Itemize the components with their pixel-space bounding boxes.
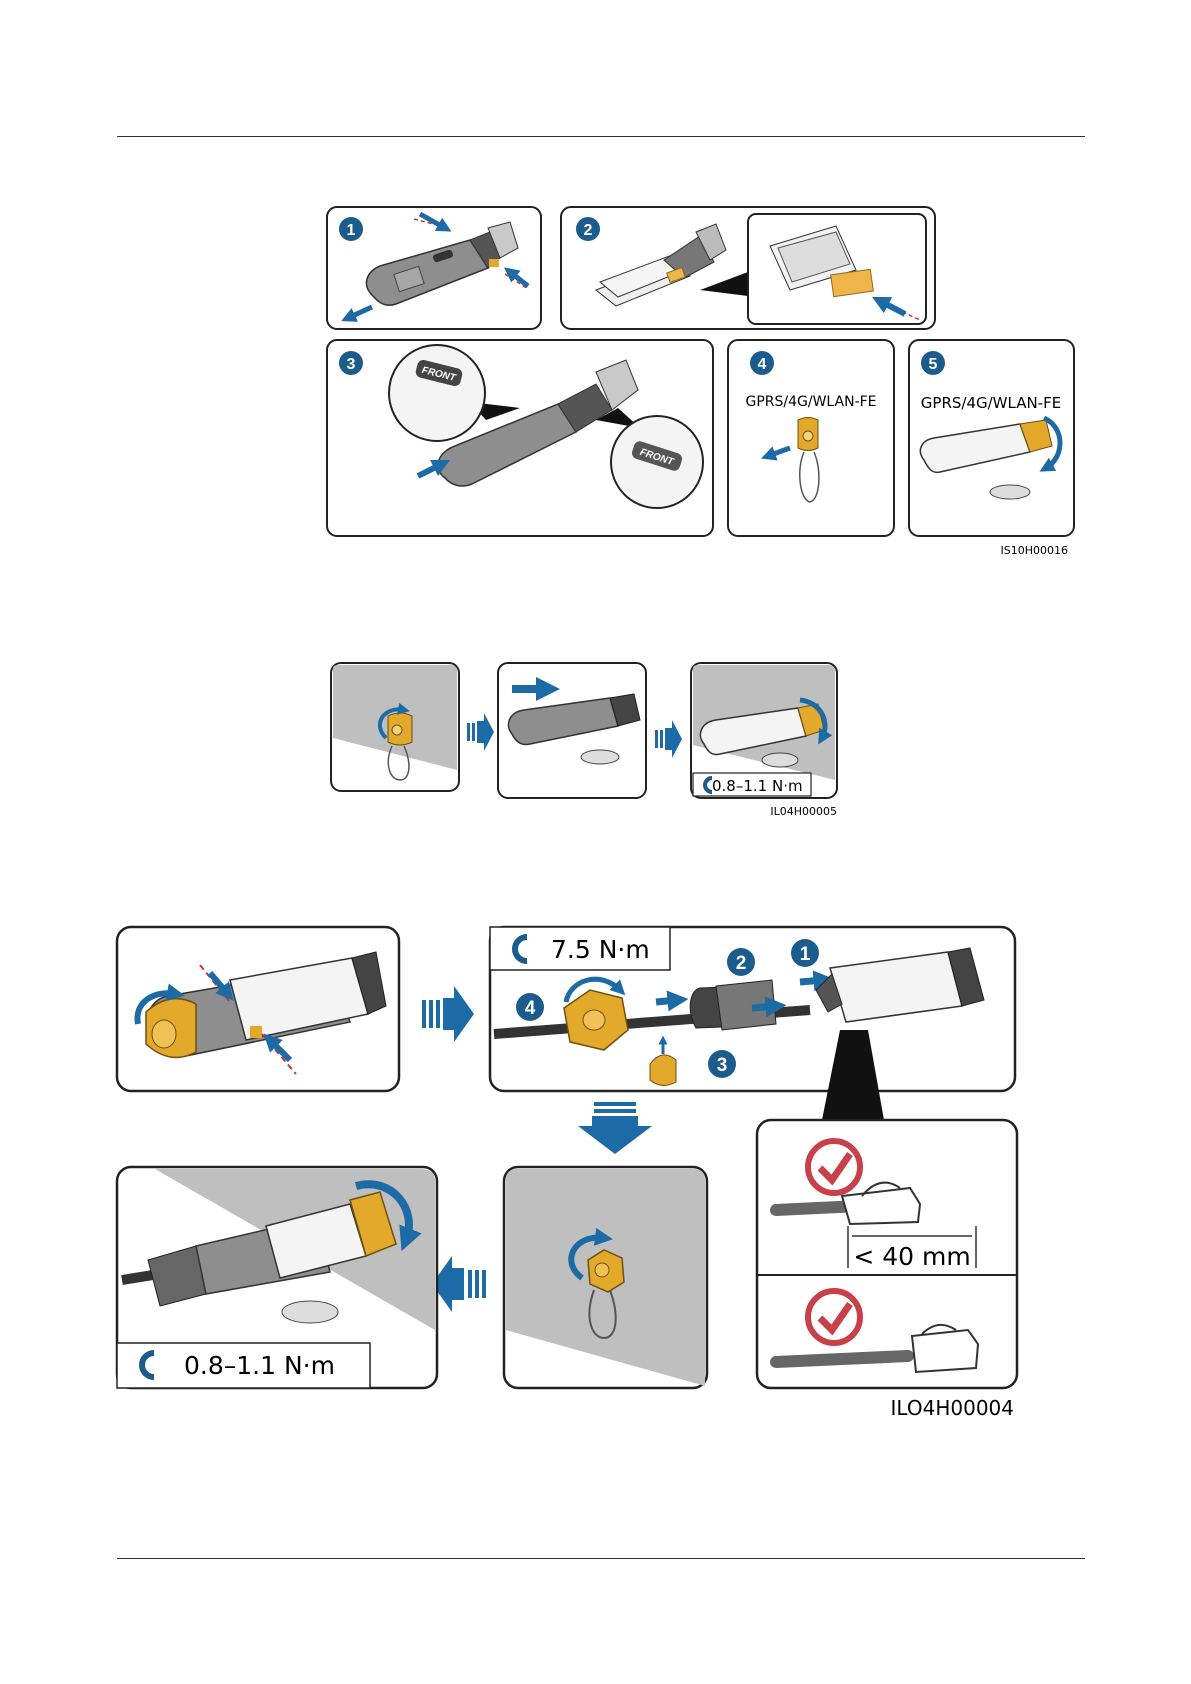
figure-code: ILO4H00004 <box>891 1396 1014 1420</box>
fig2-panel-1 <box>331 663 459 791</box>
step-number: 2 <box>736 953 747 974</box>
fig2-panel-3: 0.8–1.1 N·m <box>691 663 837 798</box>
fig3-panel-tighten: 0.8–1.1 N·m <box>117 1167 437 1388</box>
fig1-panel-1: 1 <box>327 207 541 329</box>
next-step-arrow-icon <box>422 986 474 1042</box>
fig3-panel-remove-cap <box>504 1167 707 1388</box>
torque-value: 0.8–1.1 N·m <box>712 777 803 795</box>
push-arrow-icon <box>656 1000 678 1002</box>
push-arrow-icon <box>800 980 824 982</box>
figure-1: 1 2 <box>327 207 1074 557</box>
down-arrow-icon <box>578 1102 652 1154</box>
figure-code: IL04H00005 <box>770 805 837 818</box>
figure-code: IS10H00016 <box>1001 544 1069 557</box>
step-number: 1 <box>800 944 811 965</box>
fig3-panel-assembly: 7.5 N·m 4 2 1 3 <box>490 927 1015 1091</box>
step-number: 4 <box>758 356 767 373</box>
torque-value: 0.8–1.1 N·m <box>184 1351 335 1380</box>
step-number: 1 <box>347 222 356 239</box>
step-number: 3 <box>347 356 356 373</box>
fig3-panel-inspection: < 40 mm <box>757 1120 1017 1388</box>
torque-value: 7.5 N·m <box>551 935 650 964</box>
port-label: GPRS/4G/WLAN-FE <box>921 394 1061 412</box>
fig1-panel-3: 3 FRONT FRONT <box>327 340 713 536</box>
step-number: 3 <box>717 1055 728 1076</box>
fig1-panel-2: 2 <box>561 207 935 329</box>
step-number: 5 <box>929 356 938 373</box>
push-arrow-icon <box>752 1006 776 1008</box>
figure-3: 7.5 N·m 4 2 1 3 <box>117 927 1017 1420</box>
fig3-panel-unlock <box>117 927 399 1091</box>
prev-step-arrow-icon <box>432 1256 486 1312</box>
fig1-panel-4: 4 GPRS/4G/WLAN-FE <box>728 340 894 536</box>
next-step-arrow-icon <box>655 720 682 758</box>
cable-length: < 40 mm <box>853 1242 970 1271</box>
port-label: GPRS/4G/WLAN-FE <box>745 394 876 410</box>
zoom-front-label <box>389 345 485 441</box>
step-number: 2 <box>584 222 593 239</box>
figure-2: 0.8–1.1 N·m IL04H00005 <box>331 663 837 818</box>
next-step-arrow-icon <box>467 713 494 751</box>
step-number: 4 <box>525 998 536 1019</box>
fig2-panel-2 <box>498 663 646 798</box>
fig1-panel-5: 5 GPRS/4G/WLAN-FE <box>909 340 1074 536</box>
